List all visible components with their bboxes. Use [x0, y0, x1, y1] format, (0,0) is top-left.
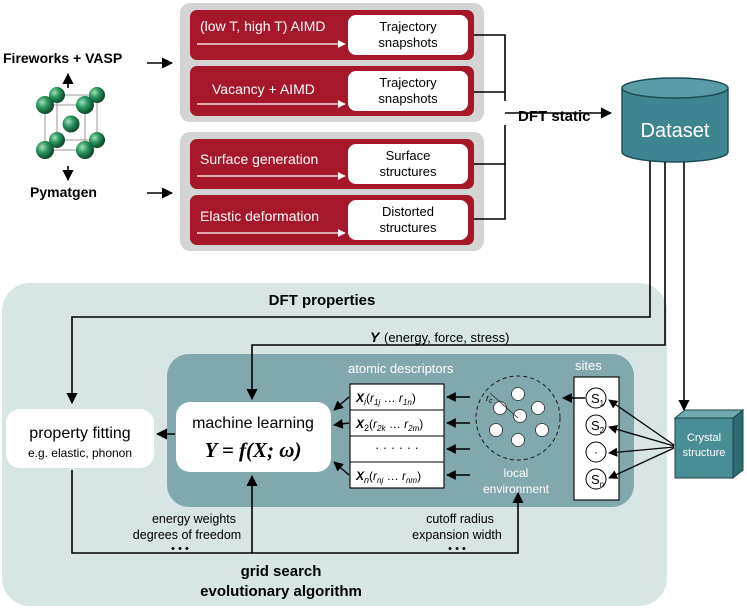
descriptor-dots: · · · · · · [375, 440, 419, 455]
y-symbol: Y [370, 329, 381, 345]
structure-row-2-output-1: Distorted [382, 204, 434, 219]
bcc-crystal-icon [36, 87, 105, 159]
evolutionary-algorithm-label: evolutionary algorithm [200, 583, 362, 600]
property-fitting-label: property fitting [29, 425, 130, 442]
expansion-width-label: expansion width [412, 528, 502, 542]
atomic-descriptors-label: atomic descriptors [348, 361, 454, 376]
cutoff-rc-label: rc [486, 393, 493, 405]
site-1: S1 [591, 391, 605, 408]
dataset-cylinder: Dataset [621, 77, 729, 163]
y-description: (energy, force, stress) [384, 330, 509, 345]
site-n: Sn [591, 472, 604, 489]
right-ellipsis: • • • [448, 543, 466, 555]
site-dots: · [594, 445, 598, 459]
structure-row-1-output-1: Surface [386, 148, 431, 163]
aimd-row-1: (low T, high T) AIMD Trajectory snapshot… [190, 10, 474, 60]
dft-static-connectors [474, 34, 613, 220]
crystal-structure-cube: Crystal structure [673, 408, 745, 480]
descriptor-row-n: Xn(rnj … rnm) [355, 469, 421, 485]
sites-box: S1 S2 · Sn [573, 376, 620, 501]
structure-row-2: Elastic deformation Distorted structures [190, 195, 474, 245]
local-environment: rc local environment [475, 375, 561, 496]
local-environment-label-2: environment [483, 482, 550, 496]
descriptor-to-ml-arrows [333, 396, 350, 476]
dataset-connectors [66, 161, 690, 412]
machine-learning-box: machine learning Y = f(X; ω) [176, 402, 331, 472]
structure-row-1-process: Surface generation [200, 151, 318, 167]
structure-row-2-output-2: structures [379, 220, 437, 235]
crystal-label-1: Crystal [687, 432, 721, 444]
aimd-row-2-process: Vacancy + AIMD [212, 81, 315, 97]
aimd-row-1-process: (low T, high T) AIMD [200, 18, 326, 34]
cutoff-radius-label: cutoff radius [426, 512, 494, 526]
energy-weights-label: energy weights [152, 512, 236, 526]
structure-row-2-process: Elastic deformation [200, 208, 319, 224]
pymatgen-label: Pymatgen [30, 184, 97, 200]
descriptor-row-1: Xi(r1j … r1n) [355, 391, 416, 407]
structure-row-1: Surface generation Surface structures [190, 139, 474, 189]
dft-static-label: DFT static [518, 108, 591, 125]
crystal-label-2: structure [683, 447, 726, 459]
descriptor-row-2: X2(r2k … r2m) [355, 417, 423, 433]
local-environment-label-1: local [504, 466, 529, 480]
env-to-descriptor-arrows [446, 392, 470, 480]
site-2: S2 [591, 418, 605, 435]
grid-search-label: grid search [241, 563, 322, 580]
aimd-row-1-output-1: Trajectory [379, 19, 437, 34]
fireworks-vasp-label: Fireworks + VASP [3, 50, 122, 66]
aimd-row-2-output-2: snapshots [378, 91, 438, 106]
dataset-label: Dataset [641, 120, 710, 142]
aimd-row-2: Vacancy + AIMD Trajectory snapshots [190, 66, 474, 116]
ml-title: machine learning [192, 415, 314, 432]
aimd-row-2-output-1: Trajectory [379, 75, 437, 90]
ml-formula: Y = f(X; ω) [205, 438, 302, 462]
degrees-freedom-label: degrees of freedom [133, 528, 241, 542]
grid-search-loop [71, 470, 524, 554]
dft-properties-label: DFT properties [269, 292, 376, 309]
descriptor-table: Xi(r1j … r1n) X2(r2k … r2m) · · · · · · … [349, 383, 445, 489]
property-fitting-box: property fitting e.g. elastic, phonon [6, 409, 154, 468]
crystal-to-sites-arrows [608, 399, 675, 479]
left-ellipsis: • • • [171, 543, 189, 555]
aimd-row-1-output-2: snapshots [378, 35, 438, 50]
property-fitting-sub: e.g. elastic, phonon [28, 446, 132, 460]
structure-row-1-output-2: structures [379, 164, 437, 179]
sites-label: sites [575, 358, 602, 373]
